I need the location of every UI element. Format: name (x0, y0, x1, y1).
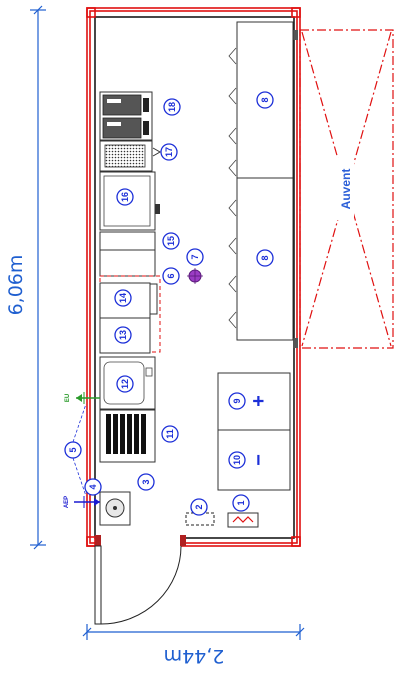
aep-connection: AEP (64, 496, 100, 508)
aep-label: AEP (64, 496, 70, 508)
marker-13: 13 (114, 326, 132, 344)
marker-1: 1 (232, 494, 250, 512)
marker-18: 18 (163, 98, 181, 116)
marker-label: 5 (68, 447, 78, 452)
marker-label: 4 (88, 484, 98, 489)
marker-label: 18 (167, 102, 177, 112)
width-dimension: 2,44m (82, 624, 305, 667)
marker-label: 10 (232, 455, 242, 465)
marker-label: 8 (260, 97, 270, 102)
marker-10: 10 (228, 451, 246, 469)
stool-marks (228, 47, 237, 329)
awning: Auvent (299, 29, 394, 349)
drainer (99, 409, 156, 463)
corner-post (86, 7, 96, 18)
width-label: 2,44m (164, 645, 225, 667)
hand-sink (99, 491, 131, 526)
corner-post (86, 536, 96, 547)
marker-label: 11 (165, 429, 175, 439)
marker-label: 15 (166, 236, 176, 246)
fryer (99, 91, 153, 141)
marker-label: 3 (141, 479, 151, 484)
length-dimension: 6,06m (5, 5, 46, 550)
unit-13 (99, 317, 151, 354)
eu-connection: EU (65, 392, 100, 404)
marker-15: 15 (162, 232, 180, 250)
marker-label: 9 (232, 398, 242, 403)
minus-symbol: − (248, 454, 270, 466)
marker-label: 14 (118, 293, 128, 303)
container-walls (86, 7, 301, 547)
marker-7: 7 (186, 248, 204, 266)
marker-label: 7 (190, 254, 200, 259)
marker-3: 3 (137, 473, 155, 491)
marker-17: 17 (160, 143, 178, 161)
eu-label: EU (65, 394, 71, 402)
electric-panel (227, 512, 259, 528)
door (94, 534, 186, 625)
marker-9: 9 (228, 392, 246, 410)
marker-5-leaders (72, 403, 87, 497)
shelf-blank (99, 249, 156, 277)
marker-6: 6 (162, 267, 180, 285)
marker-11: 11 (161, 425, 179, 443)
shelf-15 (99, 231, 156, 251)
corner-post (291, 7, 301, 18)
marker-label: 17 (164, 147, 174, 157)
length-label: 6,06m (5, 255, 27, 316)
plus-symbol: + (248, 395, 270, 407)
marker-label: 6 (166, 273, 176, 278)
marker-14: 14 (114, 289, 132, 307)
marker-label: 16 (120, 192, 130, 202)
corner-post (291, 536, 301, 547)
marker-4: 4 (84, 478, 102, 496)
extraction-point (187, 268, 203, 284)
marker-16: 16 (116, 188, 134, 206)
door-swing-arc (100, 545, 182, 625)
griddle (99, 140, 162, 172)
marker-label: 1 (236, 500, 246, 505)
marker-2: 2 (190, 498, 208, 516)
marker-8-bottom: 8 (256, 249, 274, 267)
marker-5: 5 (64, 441, 82, 459)
wall-hinge (293, 30, 298, 40)
marker-label: 2 (194, 504, 204, 509)
marker-label: 13 (118, 330, 128, 340)
wall-hinge (293, 338, 298, 348)
marker-label: 12 (120, 379, 130, 389)
marker-label: 8 (260, 255, 270, 260)
marker-8-top: 8 (256, 91, 274, 109)
awning-label: Auvent (339, 169, 353, 210)
marker-12: 12 (116, 375, 134, 393)
door-panel (94, 545, 102, 625)
